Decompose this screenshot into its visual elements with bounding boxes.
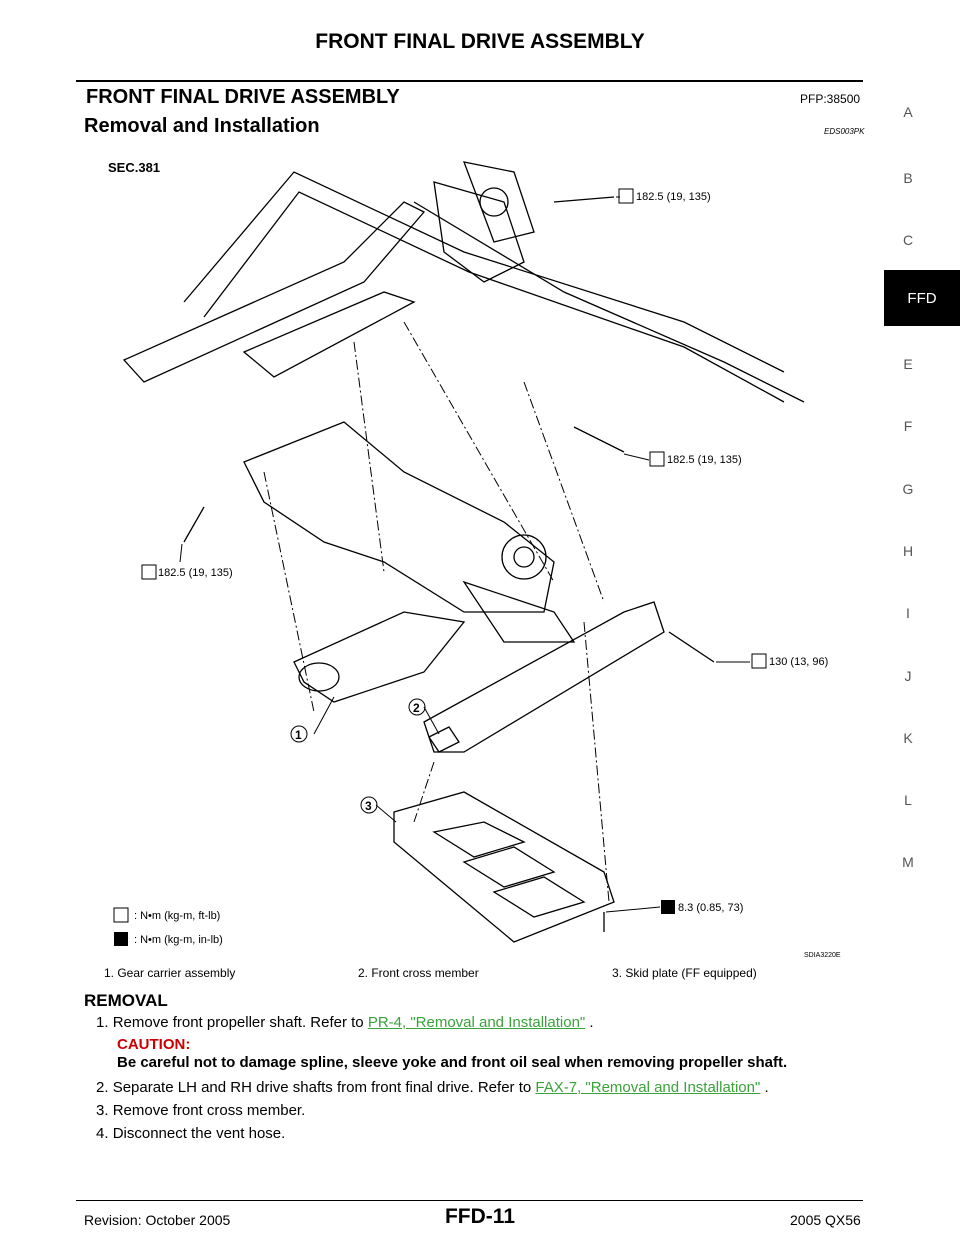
torque-label-mid-right: 182.5 (19, 135)	[667, 454, 742, 466]
sidebar-tab-h[interactable]: H	[902, 543, 914, 559]
header-rule	[76, 80, 863, 82]
part-number: PFP:38500	[800, 92, 861, 106]
step-3: 3. Remove front cross member.	[96, 1102, 305, 1119]
section-title: FRONT FINAL DRIVE ASSEMBLY	[86, 86, 400, 108]
step-number: 1.	[96, 1014, 109, 1031]
caution-label: CAUTION:	[117, 1036, 191, 1053]
sidebar-tab-j[interactable]: J	[904, 668, 912, 684]
sidebar-tab-g[interactable]: G	[902, 481, 914, 497]
caption-gear-carrier: 1. Gear carrier assembly	[104, 966, 236, 980]
removal-heading: REMOVAL	[84, 991, 168, 1010]
caption-cross-member: 2. Front cross member	[358, 966, 479, 980]
figure-id: SDIA3220E	[804, 952, 841, 959]
step-tail: .	[760, 1079, 769, 1096]
step-number: 4.	[96, 1125, 109, 1142]
page-header-title: FRONT FINAL DRIVE ASSEMBLY	[315, 30, 645, 53]
document-code: EDS003PK	[824, 127, 865, 136]
sidebar-tab-e[interactable]: E	[903, 356, 913, 372]
step-text: Disconnect the vent hose.	[112, 1125, 286, 1142]
diagram-section-label: SEC.381	[108, 160, 160, 175]
sidebar-tab-m[interactable]: M	[902, 854, 914, 870]
callout-1: 1	[295, 728, 302, 742]
footer-page-number: FFD-11	[444, 1205, 515, 1228]
sidebar-tab-c[interactable]: C	[902, 232, 914, 248]
sidebar-tab-b[interactable]: B	[903, 170, 913, 186]
legend-ft-lb: : N•m (kg-m, ft-lb)	[134, 910, 220, 922]
torque-label-skid-plate: 8.3 (0.85, 73)	[678, 902, 743, 914]
link-pr-4[interactable]: PR-4, "Removal and Installation"	[367, 1014, 586, 1031]
legend-in-lb: : N•m (kg-m, in-lb)	[134, 934, 223, 946]
callout-2: 2	[413, 701, 420, 715]
torque-label-cross-member: 130 (13, 96)	[769, 656, 828, 668]
step-text: Separate LH and RH drive shafts from fro…	[112, 1079, 536, 1096]
step-2: 2. Separate LH and RH drive shafts from …	[96, 1079, 769, 1096]
sidebar-tab-i[interactable]: I	[906, 605, 910, 621]
step-text: Remove front propeller shaft. Refer to	[112, 1014, 368, 1031]
step-1: 1. Remove front propeller shaft. Refer t…	[96, 1014, 594, 1031]
callout-3: 3	[365, 799, 372, 813]
exploded-diagram: SEC.381 182.5 (19, 135) 182.5 (19, 135) …	[108, 160, 841, 959]
caution-text: Be careful not to damage spline, sleeve …	[117, 1054, 788, 1071]
step-number: 3.	[96, 1102, 109, 1119]
torque-label-left: 182.5 (19, 135)	[158, 567, 233, 579]
subsection-title: Removal and Installation	[84, 115, 320, 137]
sidebar-tab-k[interactable]: K	[903, 730, 913, 746]
sidebar-tab-a[interactable]: A	[903, 104, 913, 120]
step-text: Remove front cross member.	[112, 1102, 306, 1119]
step-number: 2.	[96, 1079, 109, 1096]
sidebar-tab-ffd[interactable]: FFD	[884, 270, 960, 326]
footer-model: 2005 QX56	[790, 1212, 861, 1228]
caption-skid-plate: 3. Skid plate (FF equipped)	[612, 966, 757, 980]
link-fax-7[interactable]: FAX-7, "Removal and Installation"	[535, 1079, 761, 1096]
footer-rule	[76, 1200, 863, 1201]
footer-revision: Revision: October 2005	[84, 1212, 231, 1228]
torque-label-top: 182.5 (19, 135)	[636, 191, 711, 203]
sidebar-tab-f[interactable]: F	[903, 418, 913, 434]
step-tail: .	[585, 1014, 594, 1031]
step-4: 4. Disconnect the vent hose.	[96, 1125, 285, 1142]
sidebar-tab-l[interactable]: L	[904, 792, 912, 808]
